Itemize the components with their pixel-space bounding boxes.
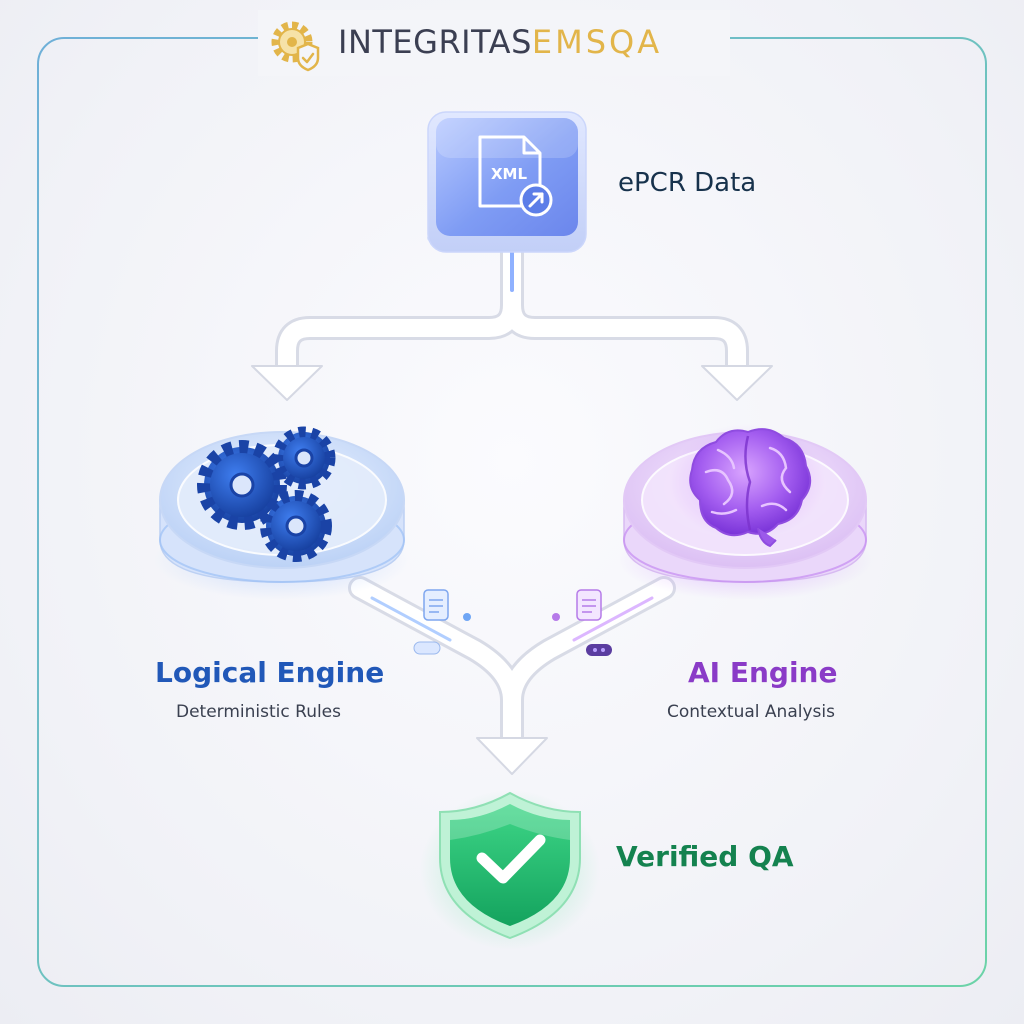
gears-icon bbox=[197, 426, 336, 562]
brand-logo-gear-shield-icon bbox=[271, 21, 320, 72]
ai-engine-node[interactable] bbox=[617, 424, 873, 600]
logical-engine-subtitle: Deterministic Rules bbox=[176, 702, 342, 722]
brain-icon bbox=[689, 428, 812, 548]
epcr-data-label: ePCR Data bbox=[618, 168, 757, 198]
xml-icon-label: XML bbox=[491, 165, 527, 183]
arrow-to-ai-engine bbox=[701, 365, 773, 401]
shield-check-icon bbox=[476, 834, 546, 884]
brand-wordmark: INTEGRITASEMSQA bbox=[338, 23, 662, 61]
xml-file-export-icon bbox=[478, 135, 553, 217]
data-packet-blue bbox=[413, 589, 471, 655]
verified-qa-node[interactable] bbox=[420, 790, 600, 950]
logical-engine-title: Logical Engine bbox=[155, 656, 385, 689]
xml-input-node[interactable] bbox=[427, 111, 587, 253]
brand-header: INTEGRITASEMSQA bbox=[258, 10, 730, 76]
ai-engine-title: AI Engine bbox=[688, 656, 838, 689]
split-connector bbox=[275, 238, 749, 380]
verified-qa-label: Verified QA bbox=[616, 840, 794, 873]
arrow-to-logical-engine bbox=[251, 365, 323, 401]
data-packet-purple bbox=[552, 589, 612, 656]
brand-name-primary: INTEGRITAS bbox=[338, 23, 532, 61]
ai-engine-subtitle: Contextual Analysis bbox=[667, 702, 835, 722]
logical-engine-node[interactable] bbox=[154, 426, 410, 600]
merge-connector bbox=[348, 576, 676, 752]
brand-name-accent: EMSQA bbox=[531, 23, 663, 61]
arrow-to-verified-qa bbox=[476, 737, 548, 775]
